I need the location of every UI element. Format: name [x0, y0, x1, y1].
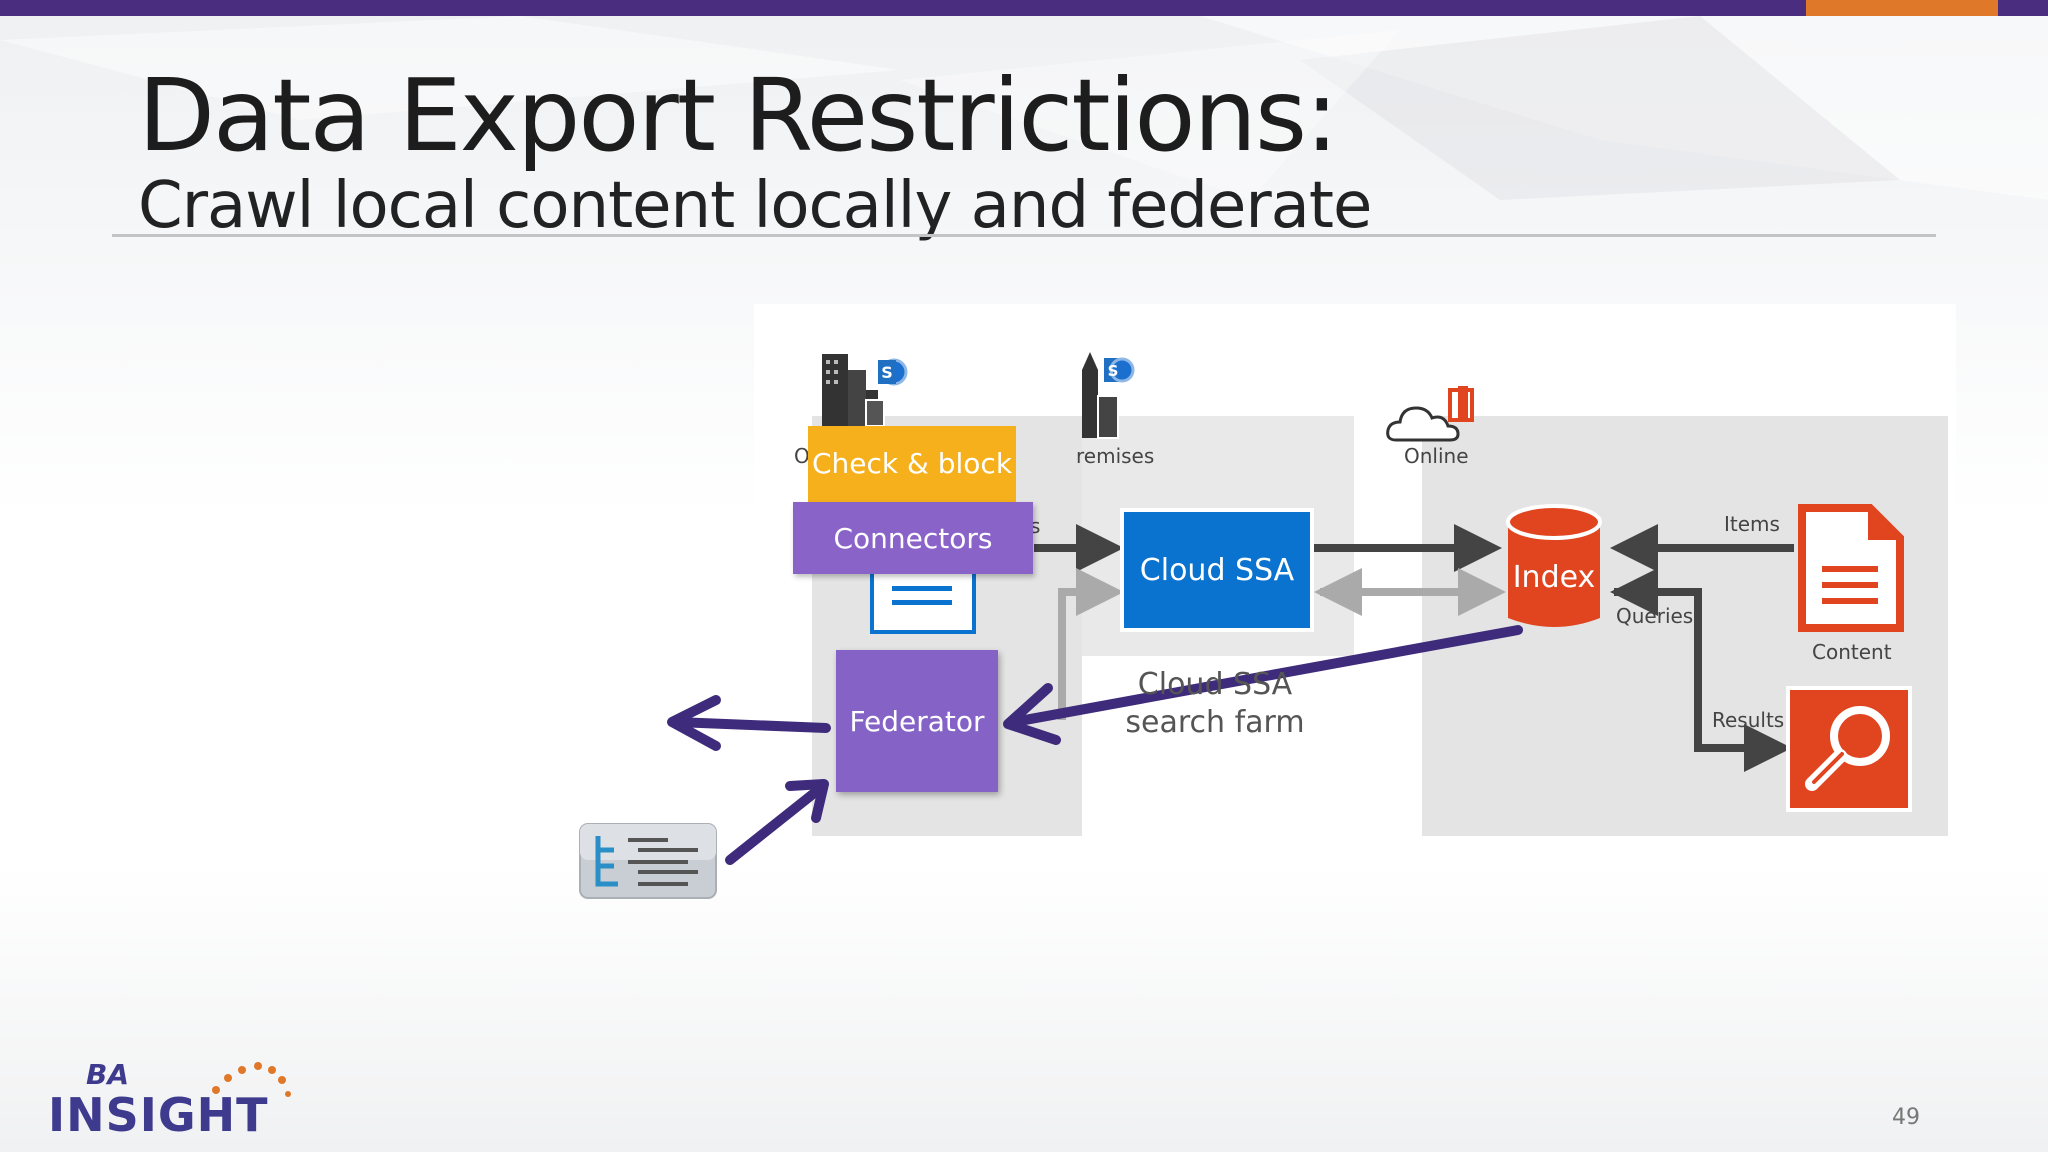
cloud-farm-label: Cloud SSA search farm: [1125, 667, 1305, 740]
results-label: Results: [1712, 708, 1785, 732]
search-results-node: [1790, 690, 1908, 808]
items-label: Items: [1724, 512, 1780, 536]
check-block-box: Check & block: [808, 426, 1016, 502]
slide-number: 49: [1892, 1105, 1920, 1130]
slide-title: Data Export Restrictions:: [138, 57, 1339, 174]
logo-dots-icon: [212, 1062, 291, 1097]
onpremises-label: remises: [1076, 444, 1155, 468]
cloud-ssa-box: Cloud SSA: [1124, 512, 1310, 628]
search-icon: [1805, 706, 1890, 791]
index-node: Index: [1504, 502, 1604, 636]
ba-insight-logo: BA INSIGHT: [48, 1054, 308, 1142]
crawler-label-partial: s: [1030, 514, 1041, 538]
slide-subtitle: Crawl local content locally and federate: [138, 169, 1372, 243]
outline-app-icon: [579, 823, 717, 899]
queries-label: Queries: [1616, 604, 1694, 628]
index-label: Index: [1512, 560, 1596, 595]
title-divider: [112, 234, 1936, 237]
top-bar-accent: [1806, 0, 1998, 16]
content-label: Content: [1812, 640, 1892, 664]
content-document-icon: [1798, 504, 1904, 632]
online-label: Online: [1404, 444, 1469, 468]
office365-cloud-icon: [1386, 386, 1474, 442]
top-bar: [0, 0, 2048, 16]
onpremises-label-partial: O: [794, 444, 810, 468]
building-sharepoint-icon: S: [822, 354, 908, 427]
svg-text:S: S: [881, 363, 893, 382]
logo-ba-text: BA: [86, 1058, 130, 1091]
connectors-box: Connectors: [793, 502, 1033, 574]
index-cylinder-icon: [1506, 504, 1602, 627]
logo-insight-text: INSIGHT: [48, 1088, 269, 1142]
svg-text:S: S: [1108, 362, 1119, 380]
building-sharepoint-icon-2: S: [1082, 352, 1135, 439]
document-icon: [870, 572, 976, 634]
content-node: [1796, 504, 1904, 634]
federator-box: Federator: [836, 650, 998, 792]
